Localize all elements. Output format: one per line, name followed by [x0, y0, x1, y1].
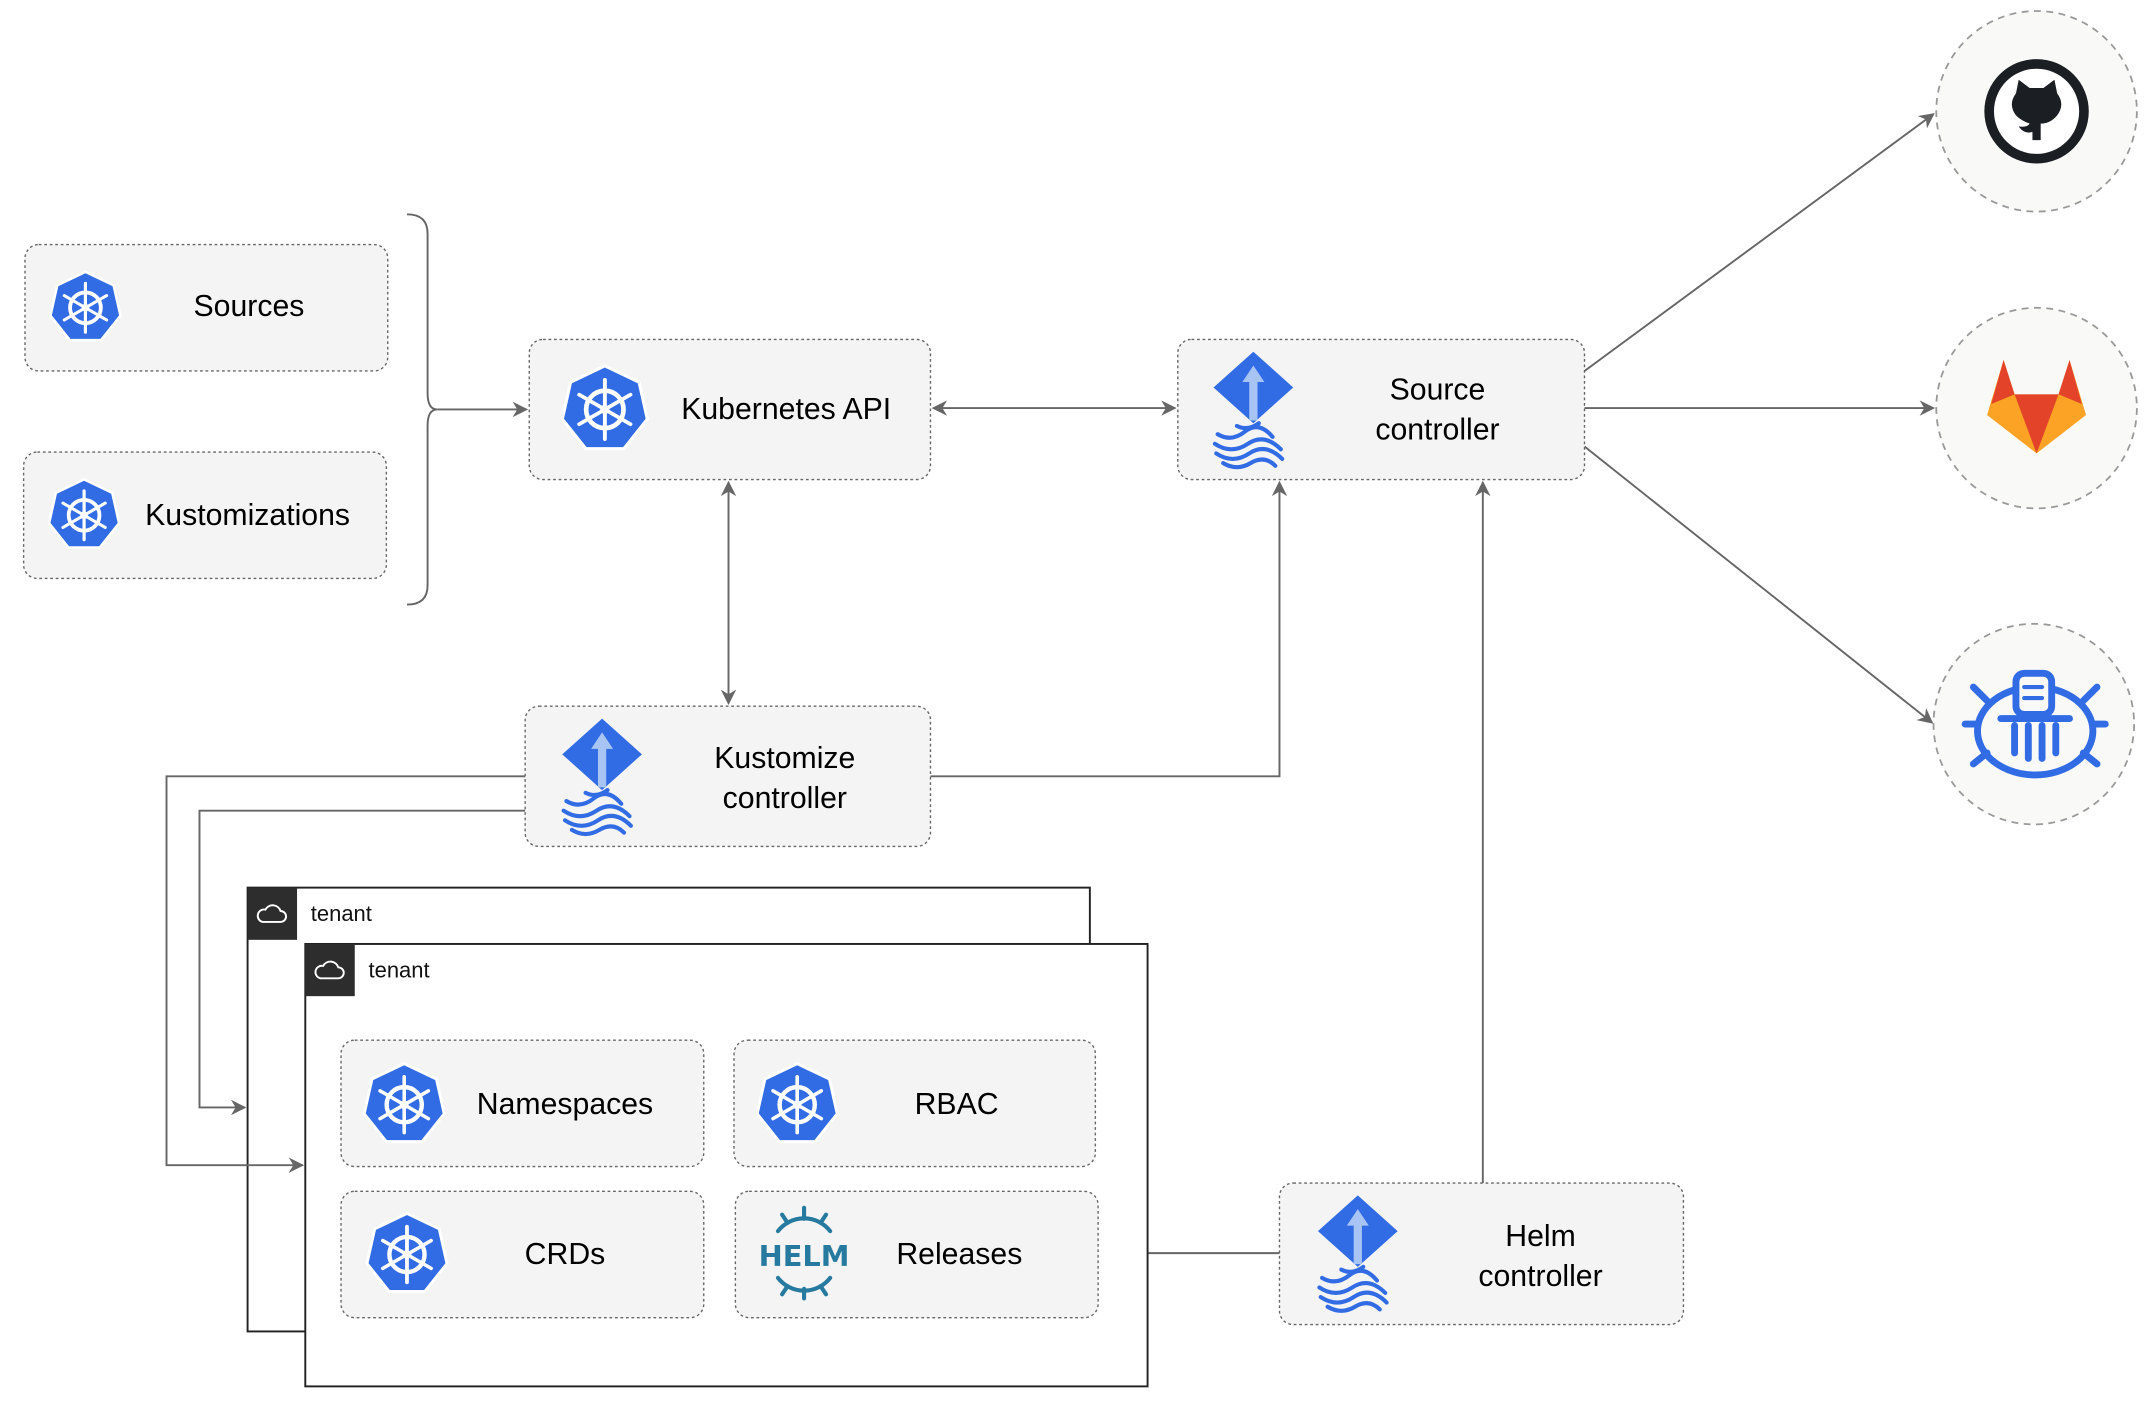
- node-label: Namespaces: [477, 1088, 653, 1121]
- node-label: CRDs: [525, 1238, 606, 1271]
- node-namespaces[interactable]: Namespaces: [340, 1039, 705, 1168]
- svg-text:HELM: HELM: [759, 1239, 850, 1273]
- helm-icon: HELM: [759, 1205, 850, 1301]
- edge-kustomize-to-tenant-back: [198, 809, 526, 1116]
- node-label: controller: [1375, 414, 1499, 447]
- node-rbac[interactable]: RBAC: [733, 1039, 1097, 1168]
- edge-kustomize-to-tenant-front: [165, 775, 526, 1173]
- node-label: controller: [1478, 1260, 1602, 1293]
- node-kubernetes-api[interactable]: Kubernetes API: [528, 338, 932, 481]
- node-label: Sources: [194, 290, 305, 323]
- edge-source-to-github: [1583, 113, 1935, 372]
- node-helm-controller[interactable]: Helm controller: [1278, 1182, 1685, 1326]
- github-icon: [1984, 59, 2089, 164]
- tenant-label: tenant: [369, 958, 430, 983]
- node-label: Helm: [1505, 1220, 1576, 1253]
- external-bucket[interactable]: [1932, 622, 2136, 826]
- node-sources[interactable]: Sources: [24, 243, 389, 372]
- node-label: Kustomize: [714, 742, 855, 775]
- gitlab-icon: [1987, 359, 2087, 454]
- node-releases[interactable]: HELM Releases: [734, 1190, 1099, 1319]
- edge-source-to-bucket: [1583, 445, 1934, 724]
- node-label: controller: [723, 782, 847, 815]
- bucket-icon: [1961, 669, 2109, 779]
- edge-kustomize-to-source: [930, 480, 1288, 778]
- external-gitlab[interactable]: [1935, 306, 2138, 510]
- node-label: Source: [1390, 374, 1486, 407]
- node-label: RBAC: [915, 1088, 999, 1121]
- node-kustomizations[interactable]: Kustomizations: [22, 451, 388, 580]
- node-crds[interactable]: CRDs: [340, 1190, 705, 1319]
- node-label: Kustomizations: [145, 499, 350, 532]
- node-source-controller[interactable]: Source controller: [1177, 338, 1586, 481]
- node-label: Releases: [896, 1238, 1022, 1271]
- node-label: Kubernetes API: [681, 393, 891, 426]
- brace: [406, 213, 438, 606]
- external-github[interactable]: [1935, 10, 2138, 213]
- node-kustomize-controller[interactable]: Kustomize controller: [524, 705, 932, 848]
- tenant-label: tenant: [311, 901, 372, 926]
